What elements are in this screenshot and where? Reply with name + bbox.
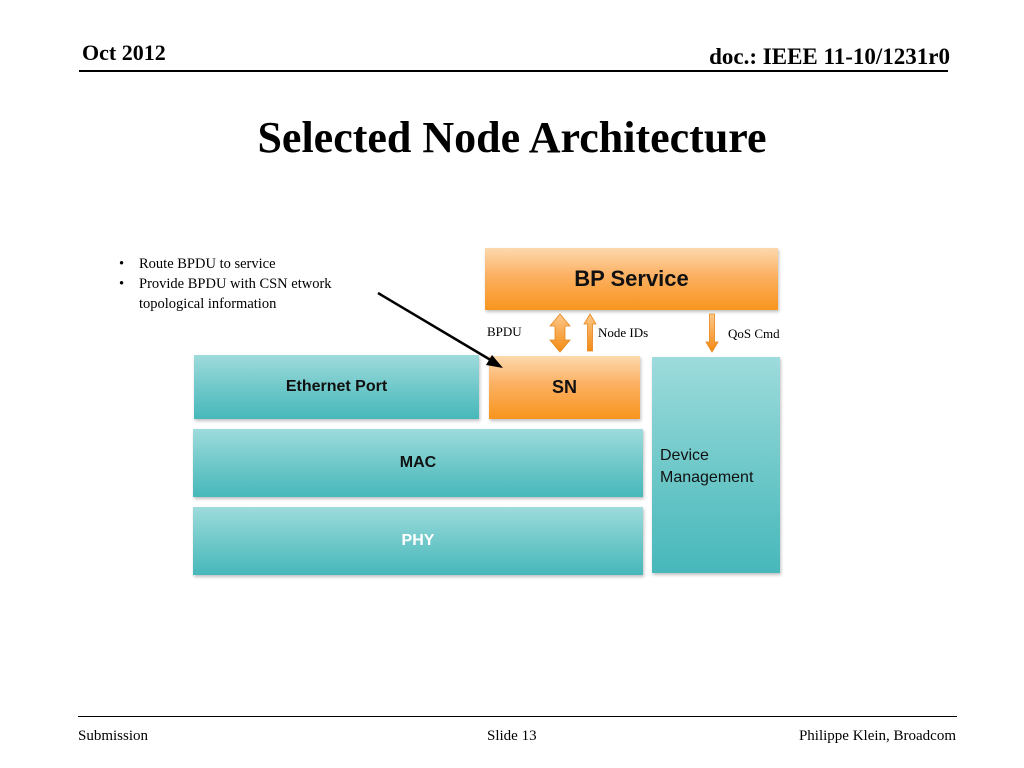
- bp-service-box: BP Service: [485, 248, 778, 310]
- mac-label: MAC: [399, 454, 437, 471]
- sn-box: SN: [489, 356, 640, 419]
- bpdu-double-arrow: [549, 313, 571, 353]
- device-management-label-line2: Management: [660, 469, 754, 486]
- ethernet-port-box: Ethernet Port: [194, 355, 479, 419]
- header-rule: [79, 70, 948, 72]
- phy-label: PHY: [401, 532, 435, 549]
- footer-slide-number: Slide 13: [487, 728, 537, 744]
- bpdu-label: BPDU: [487, 324, 522, 339]
- bp-service-label: BP Service: [574, 266, 689, 291]
- footer-author: Philippe Klein, Broadcom: [798, 728, 956, 744]
- bullet-text: Route BPDU to service: [139, 256, 276, 272]
- qos-cmd-down-arrow: [705, 313, 719, 353]
- qos-cmd-label: QoS Cmd: [728, 326, 780, 341]
- mac-box: MAC: [193, 429, 643, 497]
- bullet-glyph: •: [119, 276, 125, 292]
- header-doc-id: doc.: IEEE 11-10/1231r0: [709, 44, 950, 69]
- phy-box: PHY: [193, 507, 643, 575]
- header-date: Oct 2012: [82, 40, 166, 65]
- bullet-text: Provide BPDU with CSN etwork: [139, 276, 332, 292]
- bullet-text-continuation: topological information: [139, 296, 277, 312]
- bullet-glyph: •: [119, 256, 125, 272]
- slide-title: Selected Node Architecture: [257, 113, 767, 162]
- footer-rule: [78, 716, 957, 717]
- sn-label: SN: [551, 377, 577, 397]
- ethernet-port-label: Ethernet Port: [285, 378, 388, 395]
- footer-submission: Submission: [78, 728, 149, 744]
- device-management-label-line1: Device: [660, 447, 709, 464]
- node-ids-up-arrow: [583, 313, 597, 352]
- pointer-arrow-line: [377, 291, 495, 364]
- node-ids-label: Node IDs: [598, 325, 649, 340]
- device-management-box: Device Management: [652, 357, 780, 573]
